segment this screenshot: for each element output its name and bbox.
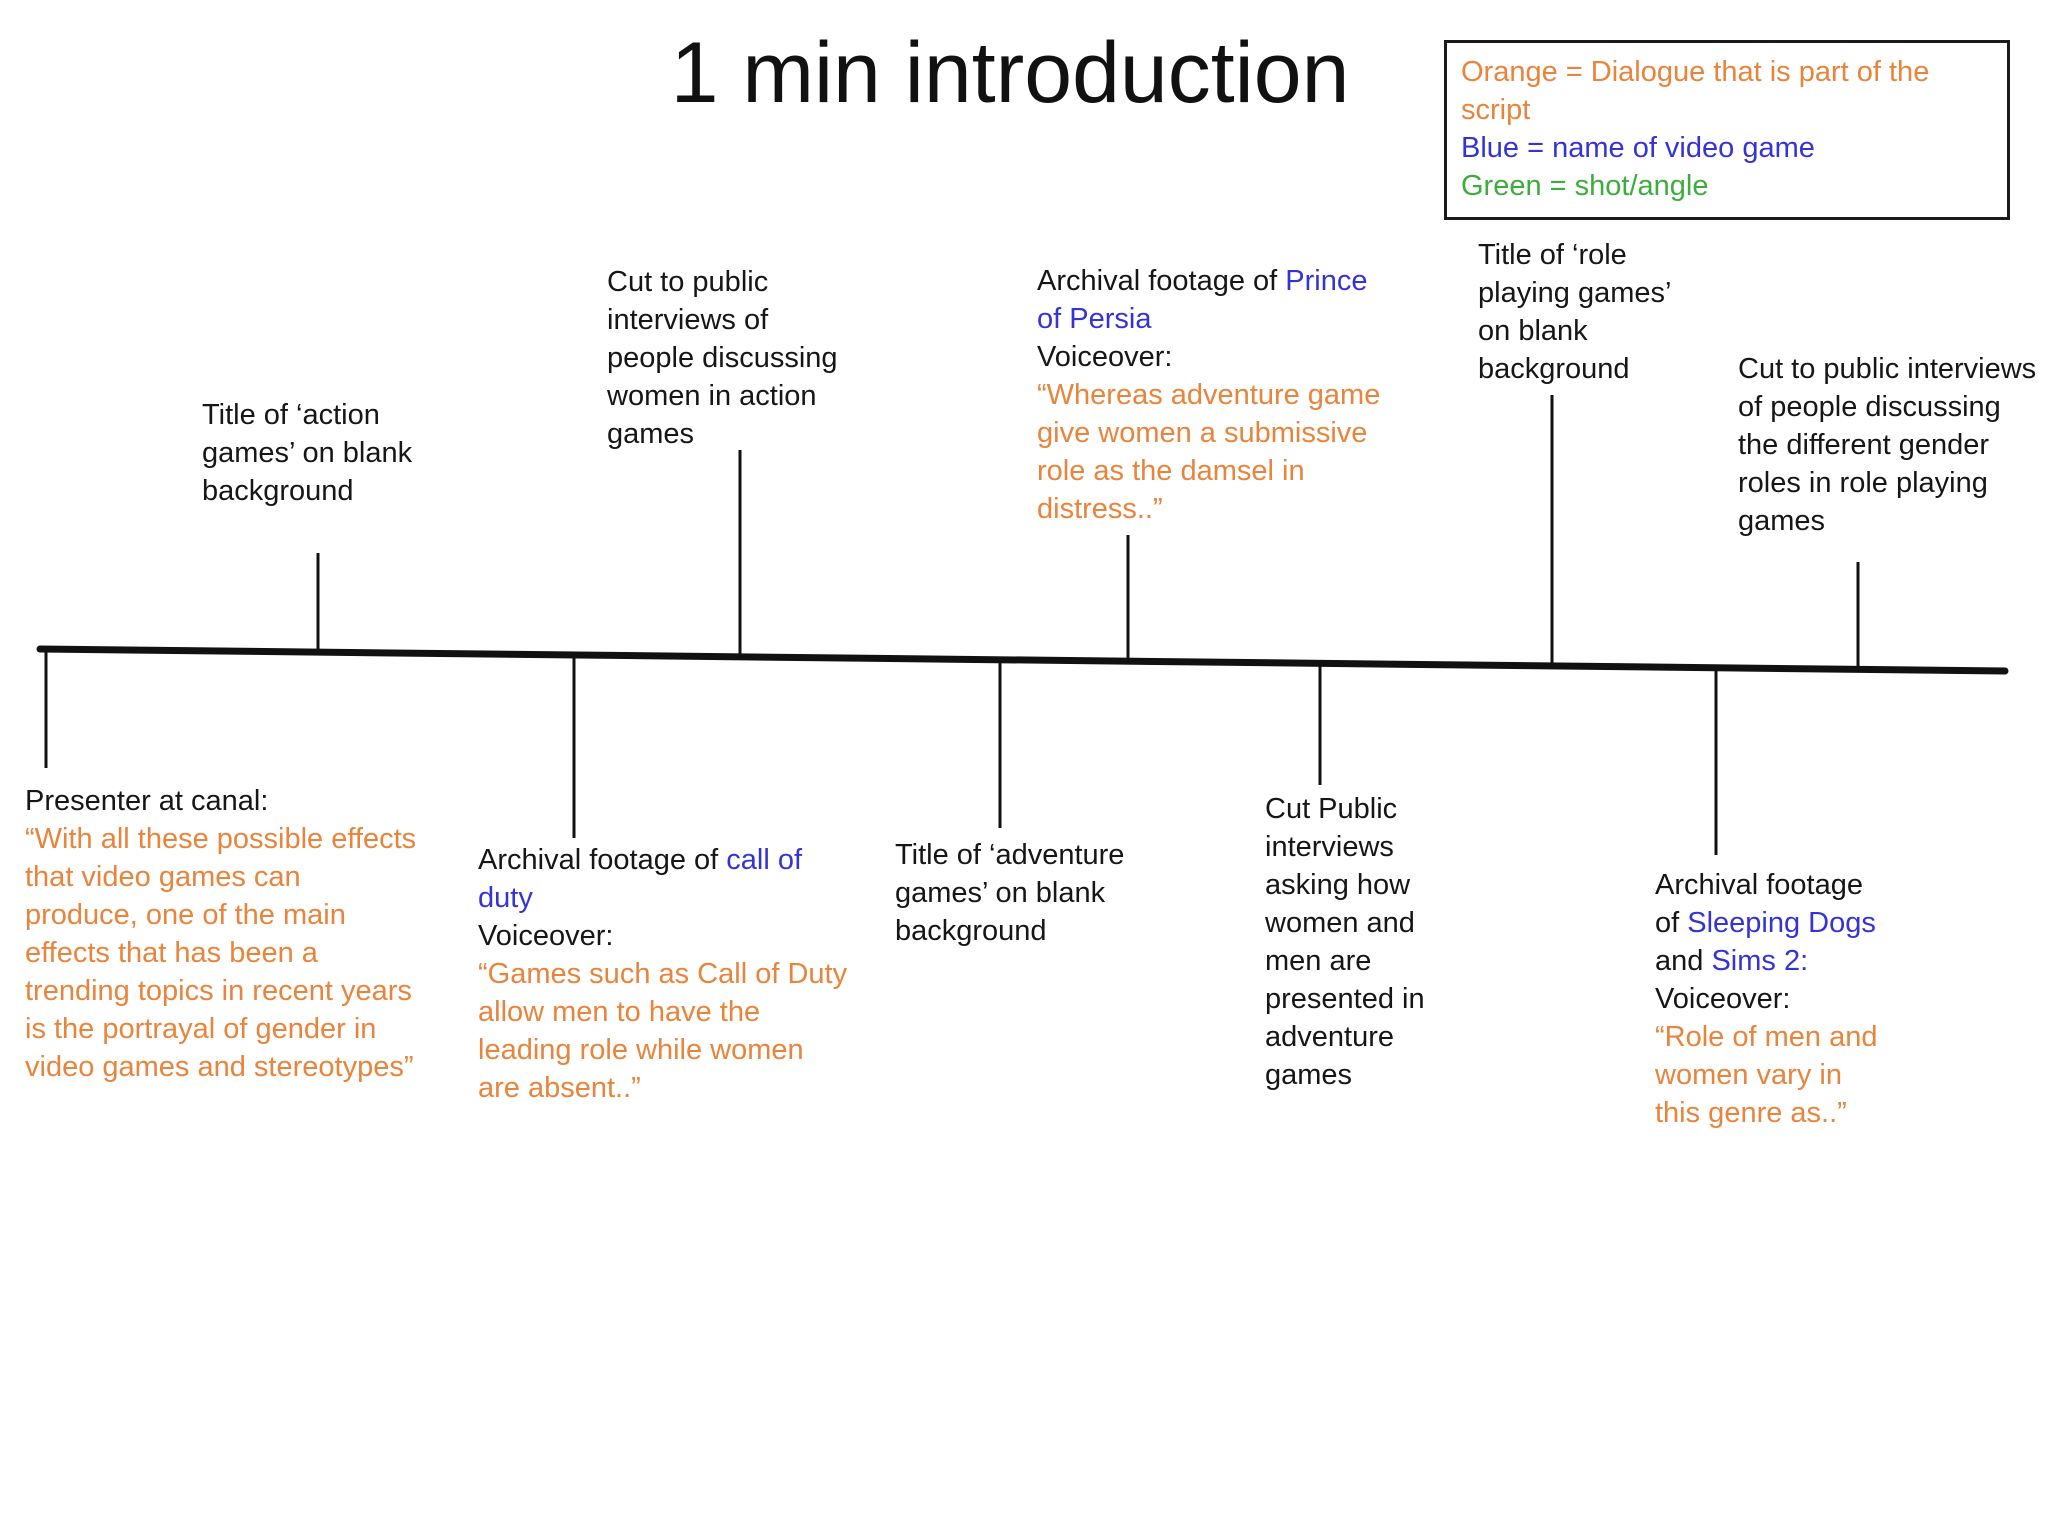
dialogue-quote: “With all these possible effects that vi… [25,823,417,1083]
game-name: Sims 2: [1711,945,1809,977]
dialogue-quote: “Whereas adventure game give women a sub… [1037,379,1381,525]
event-text: Title of ‘action games’ on blank backgro… [202,399,413,507]
event-below-presenter-at-canal: Presenter at canal: “With all these poss… [25,782,417,1086]
event-text: Cut Public interviews asking how women a… [1265,793,1425,1091]
legend-item-green: Green = shot/angle [1461,170,1709,202]
voiceover-label: Voiceover: [1037,341,1173,373]
event-text: and [1655,945,1712,977]
event-above-action-interviews: Cut to public interviews of people discu… [607,263,857,453]
page-title: 1 min introduction [670,25,1350,121]
event-below-sleeping-dogs-sims-footage: Archival footage of Sleeping Dogs and Si… [1655,866,1895,1132]
event-below-call-of-duty-footage: Archival footage of call of duty Voiceov… [478,841,850,1107]
dialogue-quote: “Games such as Call of Duty allow men to… [478,958,848,1104]
legend-item-orange: Orange = Dialogue that is part of the sc… [1461,56,1930,126]
event-text: Title of ‘role playing games’ on blank b… [1478,239,1671,385]
event-text: Archival footage of [478,844,727,876]
voiceover-label: Voiceover: [1655,983,1791,1015]
timeline-axis [36,645,2009,675]
legend-item-blue: Blue = name of video game [1461,132,1815,164]
event-above-action-games-title: Title of ‘action games’ on blank backgro… [202,396,432,510]
event-text: Cut to public interviews of people discu… [1738,353,2037,537]
event-below-adventure-games-title: Title of ‘adventure games’ on blank back… [895,836,1157,950]
event-above-role-playing-games-title: Title of ‘role playing games’ on blank b… [1478,236,1685,388]
voiceover-label: Voiceover: [478,920,614,952]
event-text: Cut to public interviews of people discu… [607,266,838,450]
event-text: Archival footage of [1037,265,1286,297]
event-text: Archival footage of [1655,869,1863,939]
event-above-role-playing-interviews: Cut to public interviews of people discu… [1738,350,2038,540]
event-text: Title of ‘adventure games’ on blank back… [895,839,1125,947]
game-name: call of duty [478,844,803,914]
dialogue-quote: “Role of men and women vary in this genr… [1655,1021,1878,1129]
event-below-adventure-interviews: Cut Public interviews asking how women a… [1265,790,1437,1094]
legend: Orange = Dialogue that is part of the sc… [1444,40,2010,220]
game-name: Sleeping Dogs [1687,907,1876,939]
event-above-prince-of-persia-footage: Archival footage of Prince of Persia Voi… [1037,262,1399,528]
game-name: Prince of Persia [1037,265,1368,335]
scene-label: Presenter at canal: [25,785,269,817]
